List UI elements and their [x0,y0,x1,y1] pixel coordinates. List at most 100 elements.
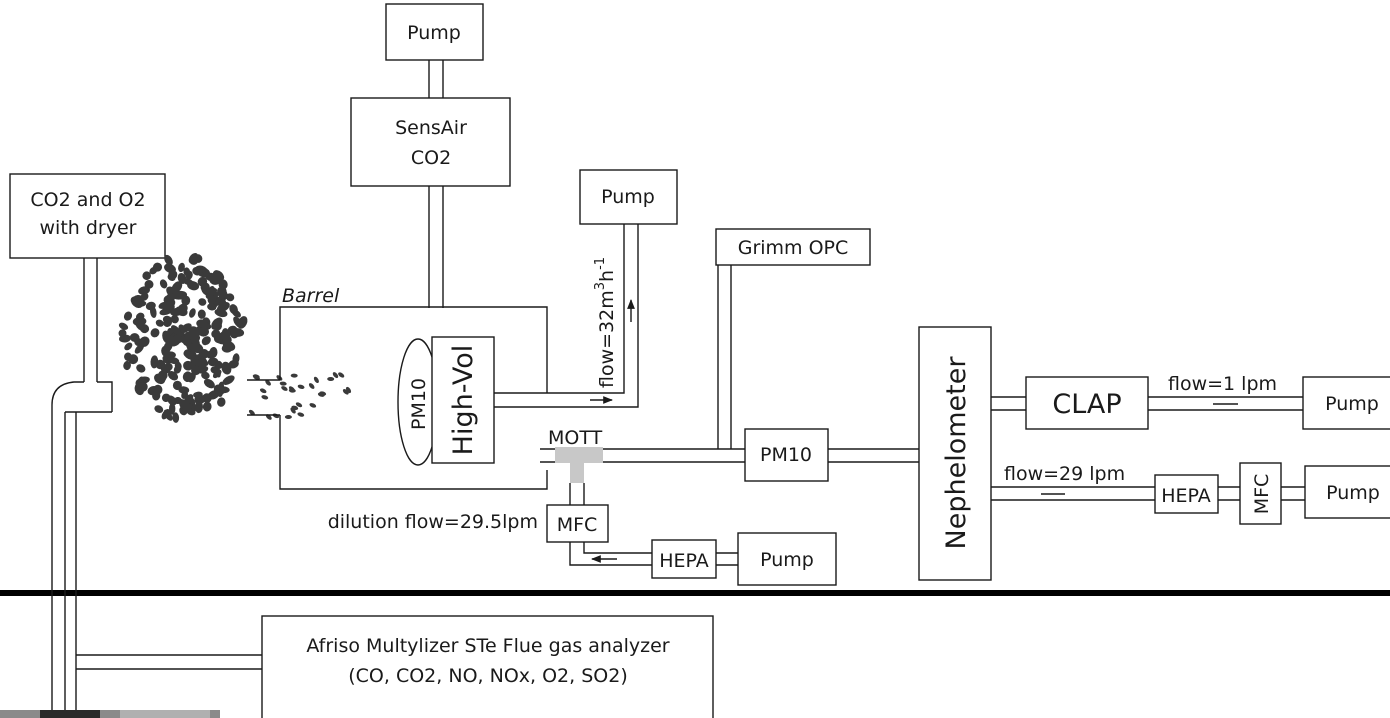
analyzer-box [261,615,714,718]
smoke-particle [172,412,180,423]
smoke-particle [155,319,164,327]
smoke-particle [180,323,192,333]
smoke-particle [175,306,188,317]
smoke-particle [288,386,295,392]
pump-neph-box [1304,465,1390,519]
pm10-cyclone-box [744,428,829,482]
smoke-particle [154,373,166,385]
smoke-particle [162,363,173,372]
high-vol-box [431,336,495,464]
smoke-particle [170,315,179,324]
smoke-particle [118,329,127,338]
pump-highvol-box [579,169,678,225]
mfc-neph-box [1239,462,1282,525]
smoke-particle [261,395,269,400]
smoke-particle [155,359,166,370]
pipe-neph-pump-line [991,486,1305,501]
smoke-particle [198,326,209,337]
mott-fitting [555,447,603,483]
pipe-highvol-pump [494,224,639,408]
smoke-particle [201,371,210,380]
co2-o2-dryer-box [9,173,166,259]
flow-highvol-label: flow=32m3h-1 [593,257,618,388]
smoke-particle [183,360,193,371]
hepa-dilution-box [651,539,717,579]
barrel-outline [247,306,548,490]
smoke-particle [138,382,148,392]
smoke-particle [279,381,287,386]
smoke-particle [207,303,217,311]
pump-clap-label: Pump [1325,393,1379,415]
smoke-particle [154,405,164,413]
smoke-particle [179,399,190,409]
smoke-particle [169,402,176,415]
smoke-particle [189,308,196,318]
smoke-particle [142,271,151,281]
mfc-neph-label: MFC [1251,474,1273,515]
smoke-particle [212,317,223,329]
flow-neph-label: flow=29 lpm [1004,463,1125,485]
nephelometer-label: Nephelometer [941,356,972,550]
smoke-particle [150,328,160,338]
smoke-particle [221,344,233,353]
pump-dilution-label: Pump [760,549,814,571]
photo-fragment [0,710,220,718]
floor-line [0,590,1390,596]
pump-highvol-label: Pump [601,186,655,208]
smoke-particle [197,309,206,319]
pump-top-box [385,3,484,61]
pump-clap-box [1302,376,1390,430]
smoke-particle [198,394,207,404]
smoke-particle [290,373,298,378]
smoke-particle [172,380,182,391]
clap-box [1025,376,1149,430]
smoke-particle [189,256,199,265]
smoke-particle [193,391,203,398]
smoke-particle [222,334,232,344]
sensair-co2-box [350,97,511,187]
smoke-particle [214,388,223,397]
smoke-particle [338,372,345,378]
smoke-particle [167,395,177,406]
smoke-particle [309,403,317,408]
analyzer-line1: Afriso Multylizer STe Flue gas analyzer [306,635,669,657]
smoke-particle [253,375,260,380]
smoke-particle [123,360,131,371]
smoke-particle [118,322,129,330]
smoke-particle [232,353,240,365]
smoke-particle [190,365,201,376]
smoke-particle [187,404,198,415]
nephelometer-box [918,326,992,581]
smoke-particle [297,384,305,389]
smoke-particle [248,409,255,416]
mott-label: MOTT [548,427,603,449]
smoke-particle [152,262,163,272]
hepa-neph-box [1154,474,1219,514]
smoke-particle [206,287,218,295]
smoke-particle [319,391,327,396]
grimm-opc-label: Grimm OPC [738,237,849,259]
smoke-particle [173,365,182,374]
smoke-particle [173,334,183,344]
smoke-particle [281,386,288,391]
smoke-particle [225,293,235,302]
smoke-particle [183,351,197,359]
smoke-particle [259,388,267,394]
smoke-particle [212,270,225,282]
smoke-particle [178,262,185,273]
grimm-opc-box [715,228,871,266]
smoke-particle [123,311,133,321]
high-vol-label: High-Vol [448,345,479,456]
clap-label: CLAP [1052,389,1121,420]
smoke-particle [124,352,133,362]
smoke-particle [214,360,223,370]
smoke-particle [284,415,292,419]
smoke-particle [139,336,150,347]
smoke-particle [161,345,170,358]
co2-o2-label: CO2 and O2 [30,189,145,211]
flow-clap-label: flow=1 lpm [1168,373,1277,395]
smoke-particle [185,270,193,280]
pipe-dilution-line [569,483,738,566]
smoke-particle [163,318,172,328]
smoke-particle [182,278,194,286]
